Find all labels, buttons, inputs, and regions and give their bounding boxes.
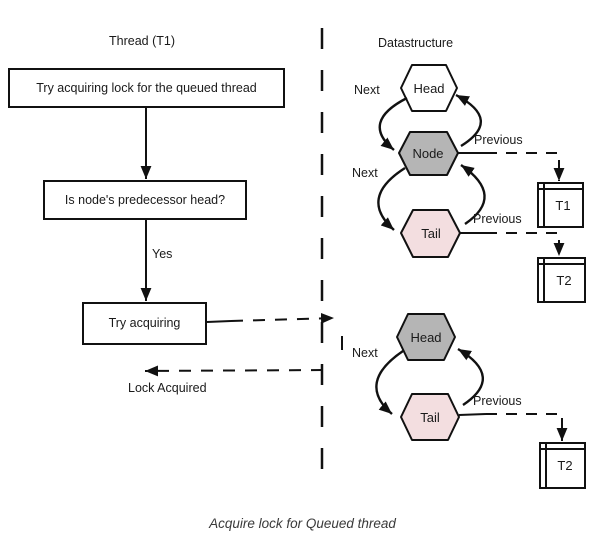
lower-t2-label: T2 [557,458,573,473]
arc-previous-node-to-head [455,93,482,148]
upper-node-label: Node [412,146,444,161]
arc-previous-tail-to-head-lower [457,347,484,406]
dashed-arrow-try-acquiring [230,312,335,324]
yes-label: Yes [152,247,173,261]
lower-previous-label: Previous [473,394,522,408]
t1-box [537,182,584,228]
arc-next-head-to-node [378,96,408,151]
lock-acquired-label: Lock Acquired [128,381,207,395]
t1-label: T1 [555,198,571,213]
arc-next-node-to-tail [377,166,406,231]
lower-head-label: Head [410,330,442,345]
arc-next-head-to-tail-lower [375,350,404,415]
arc-previous-tail-to-node [460,164,486,225]
flow-step-predecessor-check: Is node's predecessor head? [43,180,247,220]
flow-step-try-acquiring: Try acquiring [82,302,207,345]
upper-previous2-label: Previous [473,212,522,226]
lower-tail-hexagon [400,393,460,441]
lower-next-label: Next [352,346,378,360]
upper-tail-label: Tail [421,226,441,241]
lower-head-hexagon [396,313,456,361]
upper-next2-label: Next [352,166,378,180]
thread-title: Thread (T1) [109,34,175,48]
lower-t2-box [539,442,586,489]
dashed-arrow-lock-acquired [144,365,324,377]
dashed-node-to-t1 [486,152,565,181]
dashed-arrow-stub [206,320,232,323]
upper-node-hexagon [398,131,459,176]
upper-next1-label: Next [354,83,380,97]
upper-tail-hexagon [400,209,461,258]
lower-tail-label: Tail [420,410,440,425]
upper-previous1-label: Previous [474,133,523,147]
diagram-caption: Acquire lock for Queued thread [209,516,396,531]
datastructure-title: Datastructure [378,36,454,50]
upper-head-label: Head [413,81,445,96]
flow-step-try-acquiring-lock: Try acquiring lock for the queued thread [8,68,285,108]
upper-head-hexagon [400,64,458,112]
dashed-tail-to-t2 [486,232,565,256]
upper-t2-box [537,257,586,303]
upper-t2-label: T2 [556,273,572,288]
lower-tail-connector-stub [458,413,487,416]
dashed-lower-tail-to-t2 [486,413,568,441]
